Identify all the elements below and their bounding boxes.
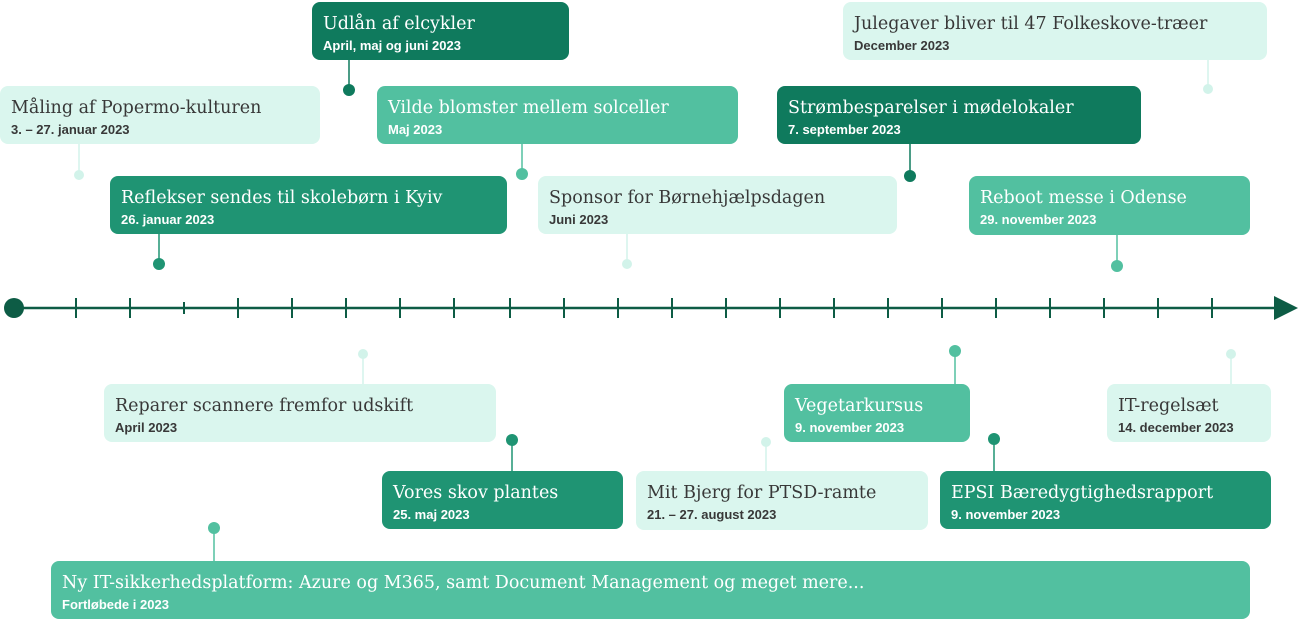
connector-dot — [153, 258, 165, 270]
event-date: April, maj og juni 2023 — [323, 38, 461, 53]
connector-dot — [904, 170, 916, 182]
event-card-vilde: Vilde blomster mellem solceller Maj 2023 — [377, 86, 738, 144]
event-title: Reparer scannere fremfor udskift — [115, 396, 414, 416]
event-title: Ny IT-sikkerhedsplatform: Azure og M365,… — [62, 573, 865, 593]
event-title: Måling af Popermo-kulturen — [11, 98, 262, 118]
connector-dot — [74, 170, 84, 180]
connector-dot — [622, 259, 632, 269]
event-title: Reboot messe i Odense — [980, 188, 1187, 208]
event-card-sponsor: Sponsor for Børnehjælpsdagen Juni 2023 — [538, 176, 897, 234]
connector-dot — [506, 434, 518, 446]
event-title: Udlån af elcykler — [323, 14, 475, 34]
event-card-epsi: EPSI Bæredygtighedsrapport 9. november 2… — [940, 471, 1271, 529]
event-date: 14. december 2023 — [1118, 420, 1234, 435]
event-date: 9. november 2023 — [795, 420, 905, 435]
event-title: Vegetarkursus — [795, 396, 924, 416]
event-date: 26. januar 2023 — [121, 212, 215, 227]
dot-group — [74, 84, 1236, 534]
event-card-udlaan: Udlån af elcykler April, maj og juni 202… — [312, 2, 569, 60]
event-date: Juni 2023 — [549, 212, 609, 227]
event-card-reparer: Reparer scannere fremfor udskift April 2… — [104, 384, 496, 442]
event-date: 7. september 2023 — [788, 122, 901, 137]
event-title: EPSI Bæredygtighedsrapport — [951, 483, 1214, 503]
axis-start-dot — [4, 298, 24, 318]
connector-dot — [949, 345, 961, 357]
event-title: Mit Bjerg for PTSD-ramte — [647, 483, 877, 503]
event-card-maaling: Måling af Popermo-kulturen 3. – 27. janu… — [0, 86, 320, 144]
timeline-axis — [4, 296, 1298, 320]
event-date: 21. – 27. august 2023 — [647, 507, 777, 522]
event-title: IT-regelsæt — [1118, 396, 1219, 416]
connector-dot — [343, 84, 355, 96]
connector-dot — [208, 522, 220, 534]
event-card-reflekser: Reflekser sendes til skolebørn i Kyiv 26… — [110, 176, 507, 234]
connector-dot — [516, 168, 528, 180]
connector-dot — [1203, 84, 1213, 94]
connector-dot — [988, 433, 1000, 445]
event-date: December 2023 — [854, 38, 950, 53]
event-title: Strømbesparelser i mødelokaler — [788, 98, 1074, 118]
event-title: Vores skov plantes — [393, 483, 559, 503]
event-title: Reflekser sendes til skolebørn i Kyiv — [121, 188, 443, 208]
event-card-bjerg: Mit Bjerg for PTSD-ramte 21. – 27. augus… — [636, 471, 928, 530]
connector-dot — [1226, 349, 1236, 359]
connector-dot — [358, 349, 368, 359]
event-card-vegetar: Vegetarkursus 9. november 2023 — [784, 384, 970, 442]
event-title: Sponsor for Børnehjælpsdagen — [549, 188, 826, 208]
event-date: Fortløbede i 2023 — [62, 597, 169, 612]
axis-arrowhead — [1274, 296, 1298, 320]
event-date: 3. – 27. januar 2023 — [11, 122, 130, 137]
event-title: Vilde blomster mellem solceller — [388, 98, 669, 118]
event-date: April 2023 — [115, 420, 178, 435]
event-card-stroem: Strømbesparelser i mødelokaler 7. septem… — [777, 86, 1141, 144]
event-date: Maj 2023 — [388, 122, 443, 137]
event-date: 25. maj 2023 — [393, 507, 470, 522]
event-title: Julegaver bliver til 47 Folkeskove-træer — [854, 14, 1208, 34]
event-date: 9. november 2023 — [951, 507, 1061, 522]
event-card-itplatform: Ny IT-sikkerhedsplatform: Azure og M365,… — [51, 561, 1250, 619]
connector-dot — [1111, 260, 1123, 272]
event-card-reboot: Reboot messe i Odense 29. november 2023 — [969, 176, 1250, 235]
axis-ticks — [75, 298, 1213, 318]
event-card-itregel: IT-regelsæt 14. december 2023 — [1107, 384, 1271, 442]
connector-dot — [761, 437, 771, 447]
event-card-skov: Vores skov plantes 25. maj 2023 — [382, 471, 623, 529]
event-card-julegaver: Julegaver bliver til 47 Folkeskove-træer… — [843, 2, 1267, 60]
event-date: 29. november 2023 — [980, 212, 1097, 227]
